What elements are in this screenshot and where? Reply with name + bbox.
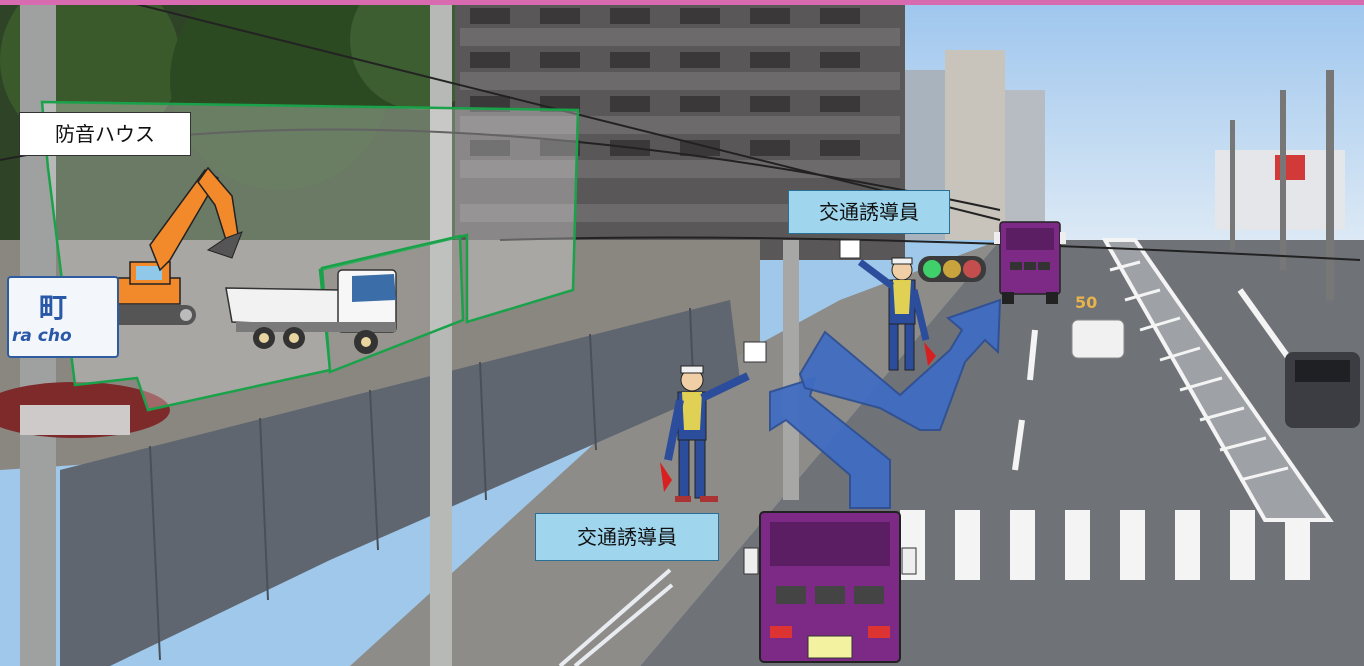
top-accent-bar <box>0 0 1364 5</box>
traffic-guide-person-top-icon <box>839 239 936 371</box>
traffic-guide-label-top: 交通誘導員 <box>788 190 950 234</box>
road-marking-50: 50 <box>1075 293 1097 312</box>
traffic-guide-person-bottom-icon <box>660 341 767 502</box>
purple-truck-small-icon <box>994 221 1066 304</box>
sound-house-label: 防音ハウス <box>19 112 191 156</box>
route-arrow-right <box>798 298 1002 431</box>
town-sign-kanji: 町 <box>39 291 68 324</box>
town-sign-roman: ra cho <box>12 326 72 346</box>
traffic-guide-label-bottom: 交通誘導員 <box>535 513 719 561</box>
dump-truck-icon <box>225 269 397 354</box>
town-name-sign: 町 ra cho <box>7 276 119 358</box>
excavator-icon <box>81 166 243 325</box>
purple-truck-large-icon <box>743 511 917 663</box>
